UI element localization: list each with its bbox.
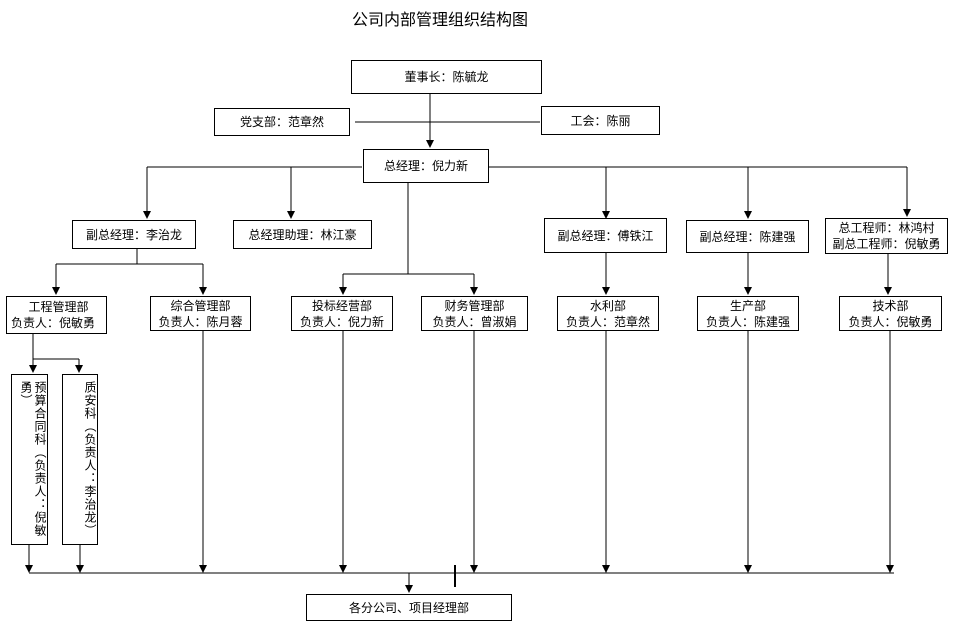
general-dept-head: 负责人：陈月蓉 [158, 314, 243, 329]
engineering-dept-name: 工程管理部 [28, 300, 89, 314]
finance-dept-name: 财务管理部 [444, 298, 505, 313]
vice-gm-2-label: 副总经理：傅铁江 [557, 228, 654, 243]
chairman-box: 董事长：陈毓龙 [351, 60, 542, 94]
budget-contract-section: 预算合同科（负责人：倪敏勇） [11, 374, 48, 545]
union-label: 工会：陈丽 [570, 113, 631, 128]
deputy-chief-engineer-label: 副总工程师：倪敏勇 [832, 237, 941, 251]
branches-label: 各分公司、项目经理部 [348, 600, 469, 615]
chart-title: 公司内部管理组织结构图 [351, 10, 528, 29]
bidding-dept-box: 投标经营部 负责人：倪力新 [291, 296, 393, 331]
production-dept-box: 生产部 负责人：陈建强 [697, 296, 799, 331]
water-dept-name: 水利部 [589, 298, 626, 313]
engineering-dept-box: 工程管理部 负责人：倪敏勇 [6, 296, 107, 334]
production-dept-name: 生产部 [729, 298, 766, 313]
gm-assistant-box: 总经理助理：林江豪 [233, 220, 372, 249]
chief-engineer-box: 总工程师：林鸿村 副总工程师：倪敏勇 [825, 218, 948, 254]
finance-dept-box: 财务管理部 负责人：曾淑娟 [421, 296, 528, 331]
water-dept-box: 水利部 负责人：范章然 [557, 296, 659, 331]
party-branch-label: 党支部：范章然 [239, 115, 324, 129]
technical-dept-head: 负责人：倪敏勇 [848, 314, 933, 329]
party-branch-box: 党支部：范章然 [214, 108, 350, 136]
branches-box: 各分公司、项目经理部 [306, 594, 512, 621]
quality-safety-section: 质安科（负责人：李治龙） [62, 374, 98, 545]
general-manager-label: 总经理：倪力新 [383, 159, 468, 173]
vice-gm-1-label: 副总经理：李治龙 [85, 227, 182, 242]
technical-dept-name: 技术部 [872, 298, 909, 313]
gm-assistant-label: 总经理助理：林江豪 [248, 227, 357, 242]
finance-dept-head: 负责人：曾淑娟 [432, 314, 517, 329]
general-dept-box: 综合管理部 负责人：陈月蓉 [150, 296, 251, 331]
union-box: 工会：陈丽 [541, 106, 660, 135]
general-dept-name: 综合管理部 [170, 298, 231, 313]
bidding-dept-head: 负责人：倪力新 [299, 314, 384, 329]
vice-gm-3-label: 副总经理：陈建强 [699, 229, 796, 244]
chairman-label: 董事长：陈毓龙 [404, 70, 489, 84]
vice-gm-2-box: 副总经理：傅铁江 [544, 218, 667, 253]
bidding-dept-name: 投标经营部 [311, 298, 372, 313]
technical-dept-box: 技术部 负责人：倪敏勇 [839, 296, 942, 331]
vice-gm-3-box: 副总经理：陈建强 [686, 220, 809, 253]
water-dept-head: 负责人：范章然 [565, 314, 650, 329]
vice-gm-1-box: 副总经理：李治龙 [72, 220, 196, 249]
production-dept-head: 负责人：陈建强 [705, 314, 790, 329]
chief-engineer-label: 总工程师：林鸿村 [838, 221, 935, 235]
engineering-dept-head: 负责人：倪敏勇 [11, 316, 96, 330]
general-manager-box: 总经理：倪力新 [363, 149, 489, 183]
